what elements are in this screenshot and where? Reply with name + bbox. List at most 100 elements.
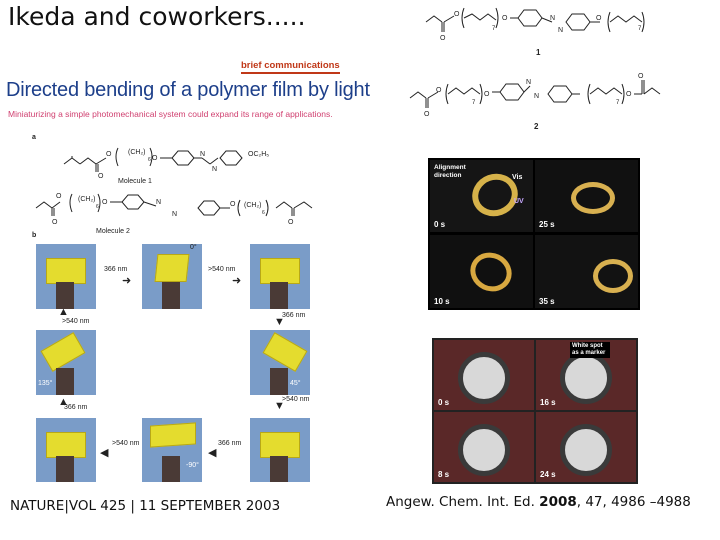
svg-text:N: N xyxy=(526,79,531,86)
angle-neg90: -90° xyxy=(186,462,199,469)
uv-label: UV xyxy=(514,198,524,205)
arrow-left-icon: ◀ xyxy=(100,447,109,459)
arrow-down-icon: ▼ xyxy=(274,400,285,412)
row4-wl-b: 366 nm xyxy=(218,440,242,447)
motor-time-24: 24 s xyxy=(540,470,556,479)
svg-text:O: O xyxy=(596,15,602,22)
right-molecule-2-label: 2 xyxy=(534,122,539,131)
molecule-2-label: Molecule 2 xyxy=(96,228,130,235)
svg-text:O: O xyxy=(436,87,442,94)
svg-text:O: O xyxy=(502,15,508,22)
row2-wl-right: 366 nm xyxy=(282,312,306,319)
right-molecule-1-structure: O O O N N O xyxy=(425,7,645,42)
movie-frame-3: 10 s xyxy=(430,235,533,308)
molecule-1-label: Molecule 1 xyxy=(118,178,152,185)
film-photo-5 xyxy=(250,330,310,395)
svg-text:N: N xyxy=(172,211,177,218)
movie-time-25: 25 s xyxy=(539,220,555,229)
row1-wl-b: >540 nm xyxy=(208,266,236,273)
row1-wl-a: 366 nm xyxy=(104,266,128,273)
motor-frame-1: 0 s xyxy=(434,340,534,410)
svg-text:N: N xyxy=(156,199,161,206)
motor-frame-3: 8 s xyxy=(434,412,534,482)
svg-text:N: N xyxy=(550,15,555,22)
svg-text:O: O xyxy=(484,91,490,98)
motor-panel: 0 s White spot as a marker 16 s 8 s 24 s xyxy=(432,338,638,484)
film-photo-7 xyxy=(142,418,202,482)
mol2-ch2-b: (CH₂) xyxy=(244,202,262,209)
film-photo-4 xyxy=(36,330,96,395)
motor-time-8: 8 s xyxy=(438,470,450,479)
right-molecule-2-structure: O O O N N O O xyxy=(409,73,661,118)
motor-time-16: 16 s xyxy=(540,398,556,407)
mol1-sub: 6 xyxy=(148,157,151,163)
movie-frame-4: 35 s xyxy=(535,235,638,308)
vis-label: Vis xyxy=(512,174,523,181)
arrow-left-icon: ◀ xyxy=(208,447,217,459)
svg-text:O: O xyxy=(626,91,632,98)
panel-b-label: b xyxy=(32,232,37,239)
svg-text:O: O xyxy=(102,199,108,206)
angle-135: 135° xyxy=(38,380,53,387)
citation-nature: NATURE|VOL 425 | 11 SEPTEMBER 2003 xyxy=(10,498,281,514)
movie-frame-1: Alignment direction Vis UV 0 s xyxy=(430,160,533,232)
r1-sub7-b: 7 xyxy=(638,26,642,32)
mol1-oc2h5: OC₂H₅ xyxy=(248,151,270,158)
movie-time-0: 0 s xyxy=(434,220,446,229)
svg-text:O: O xyxy=(440,35,446,42)
mol2-sub-a: 6 xyxy=(96,204,99,210)
svg-text:O: O xyxy=(56,193,62,200)
angle-0: 0° xyxy=(190,244,197,251)
svg-text:O: O xyxy=(288,219,294,226)
right-molecule-1-label: 1 xyxy=(536,48,541,57)
article-headline: Directed bending of a polymer film by li… xyxy=(6,79,370,101)
svg-text:N: N xyxy=(212,166,217,173)
row4-wl-a: >540 nm xyxy=(112,440,140,447)
film-photo-2 xyxy=(142,244,202,309)
svg-text:O: O xyxy=(52,219,58,226)
panel-a-label: a xyxy=(32,134,36,141)
motor-frame-4: 24 s xyxy=(536,412,636,482)
row3-wl-left: 366 nm xyxy=(64,404,88,411)
film-photo-1 xyxy=(36,244,96,309)
citation-angew-prefix: Angew. Chem. Int. Ed. xyxy=(386,494,540,510)
article-subline: Miniaturizing a simple photomechanical s… xyxy=(8,109,333,119)
movie-time-35: 35 s xyxy=(539,297,555,306)
section-label: brief communications xyxy=(241,60,340,74)
molecule-1-structure: O O O N N xyxy=(63,147,243,180)
arrow-right-icon: ➜ xyxy=(122,275,132,287)
arrow-up-icon: ▲ xyxy=(58,306,69,318)
slide-title: Ikeda and coworkers..... xyxy=(8,2,306,31)
molecule-2-structure: O O O N N O O xyxy=(35,193,313,226)
r1-sub7-a: 7 xyxy=(492,26,496,32)
mol1-ch2: (CH₂) xyxy=(128,149,146,156)
film-photo-3 xyxy=(250,244,310,309)
citation-angew-suffix: , 47, 4986 –4988 xyxy=(576,494,691,510)
movie-frame-2: 25 s xyxy=(535,160,638,232)
citation-angew-year: 2008 xyxy=(539,494,577,510)
marker-label: White spot as a marker xyxy=(570,342,610,358)
row2-wl-left: >540 nm xyxy=(62,318,90,325)
film-photo-8 xyxy=(250,418,310,482)
r2-sub7-a: 7 xyxy=(472,100,476,106)
svg-text:N: N xyxy=(534,93,539,100)
svg-text:N: N xyxy=(200,151,205,158)
svg-text:O: O xyxy=(454,11,460,18)
citation-angew: Angew. Chem. Int. Ed. 2008, 47, 4986 –49… xyxy=(386,494,691,510)
svg-text:O: O xyxy=(98,173,104,180)
movie-time-10: 10 s xyxy=(434,297,450,306)
arrow-right-icon: ➜ xyxy=(232,275,242,287)
svg-text:O: O xyxy=(424,111,430,118)
svg-text:N: N xyxy=(558,27,563,34)
svg-text:O: O xyxy=(106,151,112,158)
arrow-down-icon: ▼ xyxy=(274,316,285,328)
film-photo-6 xyxy=(36,418,96,482)
alignment-label: Alignment direction xyxy=(434,164,466,179)
svg-text:O: O xyxy=(230,201,236,208)
svg-text:O: O xyxy=(152,155,158,162)
svg-text:O: O xyxy=(638,73,644,80)
film-movie-panel: Alignment direction Vis UV 0 s 25 s 10 s… xyxy=(428,158,640,310)
r2-sub7-b: 7 xyxy=(616,100,620,106)
angle-45: 45° xyxy=(290,380,301,387)
motor-frame-2: White spot as a marker 16 s xyxy=(536,340,636,410)
